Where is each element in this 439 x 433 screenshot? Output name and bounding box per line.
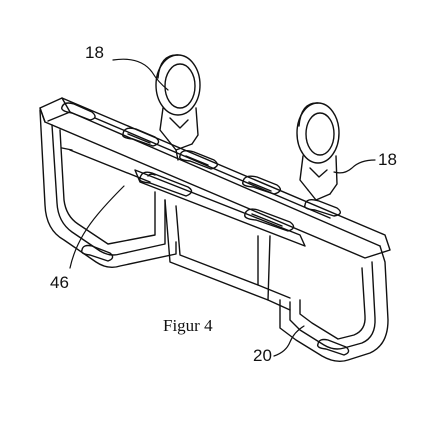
main-frame bbox=[39, 109, 389, 363]
ref-label-frame-panel: 46 bbox=[50, 273, 69, 292]
ref-label-frame: 20 bbox=[253, 346, 272, 365]
left-clamp bbox=[155, 54, 201, 161]
leader-frame bbox=[273, 325, 305, 357]
rail-slots bbox=[61, 102, 342, 217]
leader-left-clamp bbox=[112, 58, 169, 91]
center-plate bbox=[134, 169, 306, 247]
ref-label-right-clamp: 18 bbox=[378, 150, 397, 169]
leader-frame-panel bbox=[69, 185, 125, 269]
figure-caption: Figur 4 bbox=[163, 316, 213, 335]
ref-label-left-clamp: 18 bbox=[85, 43, 104, 62]
leader-right-clamp bbox=[333, 159, 376, 174]
leader-lines bbox=[69, 58, 376, 357]
right-clamp bbox=[296, 102, 340, 201]
